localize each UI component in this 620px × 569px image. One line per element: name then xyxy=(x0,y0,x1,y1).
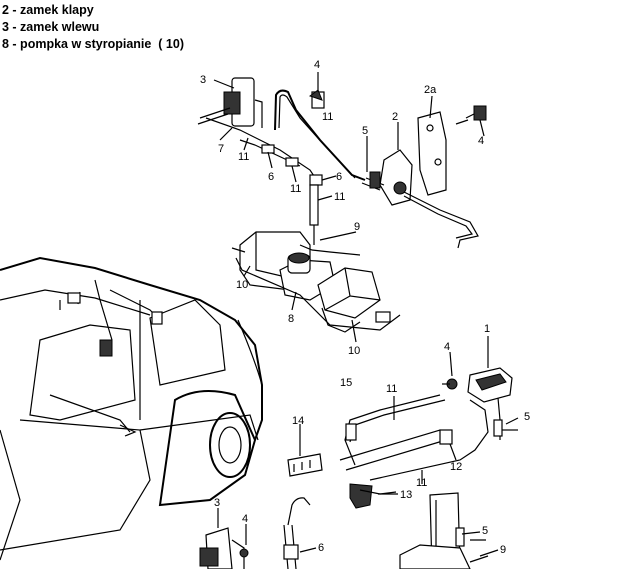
callout-14: 14 xyxy=(292,415,304,427)
callout-11-d: 11 xyxy=(334,191,345,203)
callout-9-a: 9 xyxy=(354,221,360,233)
callout-10-b: 10 xyxy=(348,345,360,357)
callout-8: 8 xyxy=(288,313,294,325)
callout-2a: 2a xyxy=(424,84,437,96)
callout-6-b: 6 xyxy=(336,171,342,183)
callout-4-bottom: 4 xyxy=(242,513,248,525)
callout-3-top: 3 xyxy=(200,74,206,86)
bracket-part-14 xyxy=(287,453,323,477)
callout-5-bottom: 5 xyxy=(482,525,488,537)
callout-11-a: 11 xyxy=(322,111,333,123)
callout-15: 15 xyxy=(340,377,352,389)
callout-7: 7 xyxy=(218,143,224,155)
callout-12: 12 xyxy=(450,461,462,473)
callout-4-mid: 4 xyxy=(444,341,450,353)
callout-11-f: 11 xyxy=(416,477,427,489)
car-body-drawing xyxy=(0,256,263,561)
callout-4-right: 4 xyxy=(478,135,484,147)
bottom-lock-assembly xyxy=(199,492,489,569)
callout-10-a: 10 xyxy=(236,279,248,291)
tailgate-lock-assembly xyxy=(361,105,487,249)
callout-5-top: 5 xyxy=(362,125,368,137)
legend-item-3: 3 - zamek wlewu xyxy=(2,20,100,34)
callout-13: 13 xyxy=(400,489,412,501)
callout-11-b: 11 xyxy=(238,151,249,163)
callout-6-c: 6 xyxy=(318,542,324,554)
callout-4-top: 4 xyxy=(314,59,320,71)
callout-1: 1 xyxy=(484,323,490,335)
parts-legend: 2 - zamek klapy 3 - zamek wlewu 8 - pomp… xyxy=(2,2,184,53)
fuel-flap-lock-assembly xyxy=(197,77,366,245)
legend-item-8: 8 - pompka w styropianie ( 10) xyxy=(2,37,184,51)
callout-9-b: 9 xyxy=(500,544,506,556)
callout-leaders xyxy=(213,72,519,557)
callout-2: 2 xyxy=(392,111,398,123)
callout-labels: 3 4 2a 2 11 5 4 7 11 6 11 6 11 9 10 8 10… xyxy=(200,59,530,556)
tailgate-handle-assembly xyxy=(339,367,518,509)
callout-6-a: 6 xyxy=(268,171,274,183)
legend-item-2: 2 - zamek klapy xyxy=(2,3,94,17)
pump-styrofoam-assembly xyxy=(231,231,401,333)
callout-5-mid: 5 xyxy=(524,411,530,423)
callout-11-c: 11 xyxy=(290,183,301,195)
callout-3-bottom: 3 xyxy=(214,497,220,509)
callout-11-e: 11 xyxy=(386,383,397,395)
